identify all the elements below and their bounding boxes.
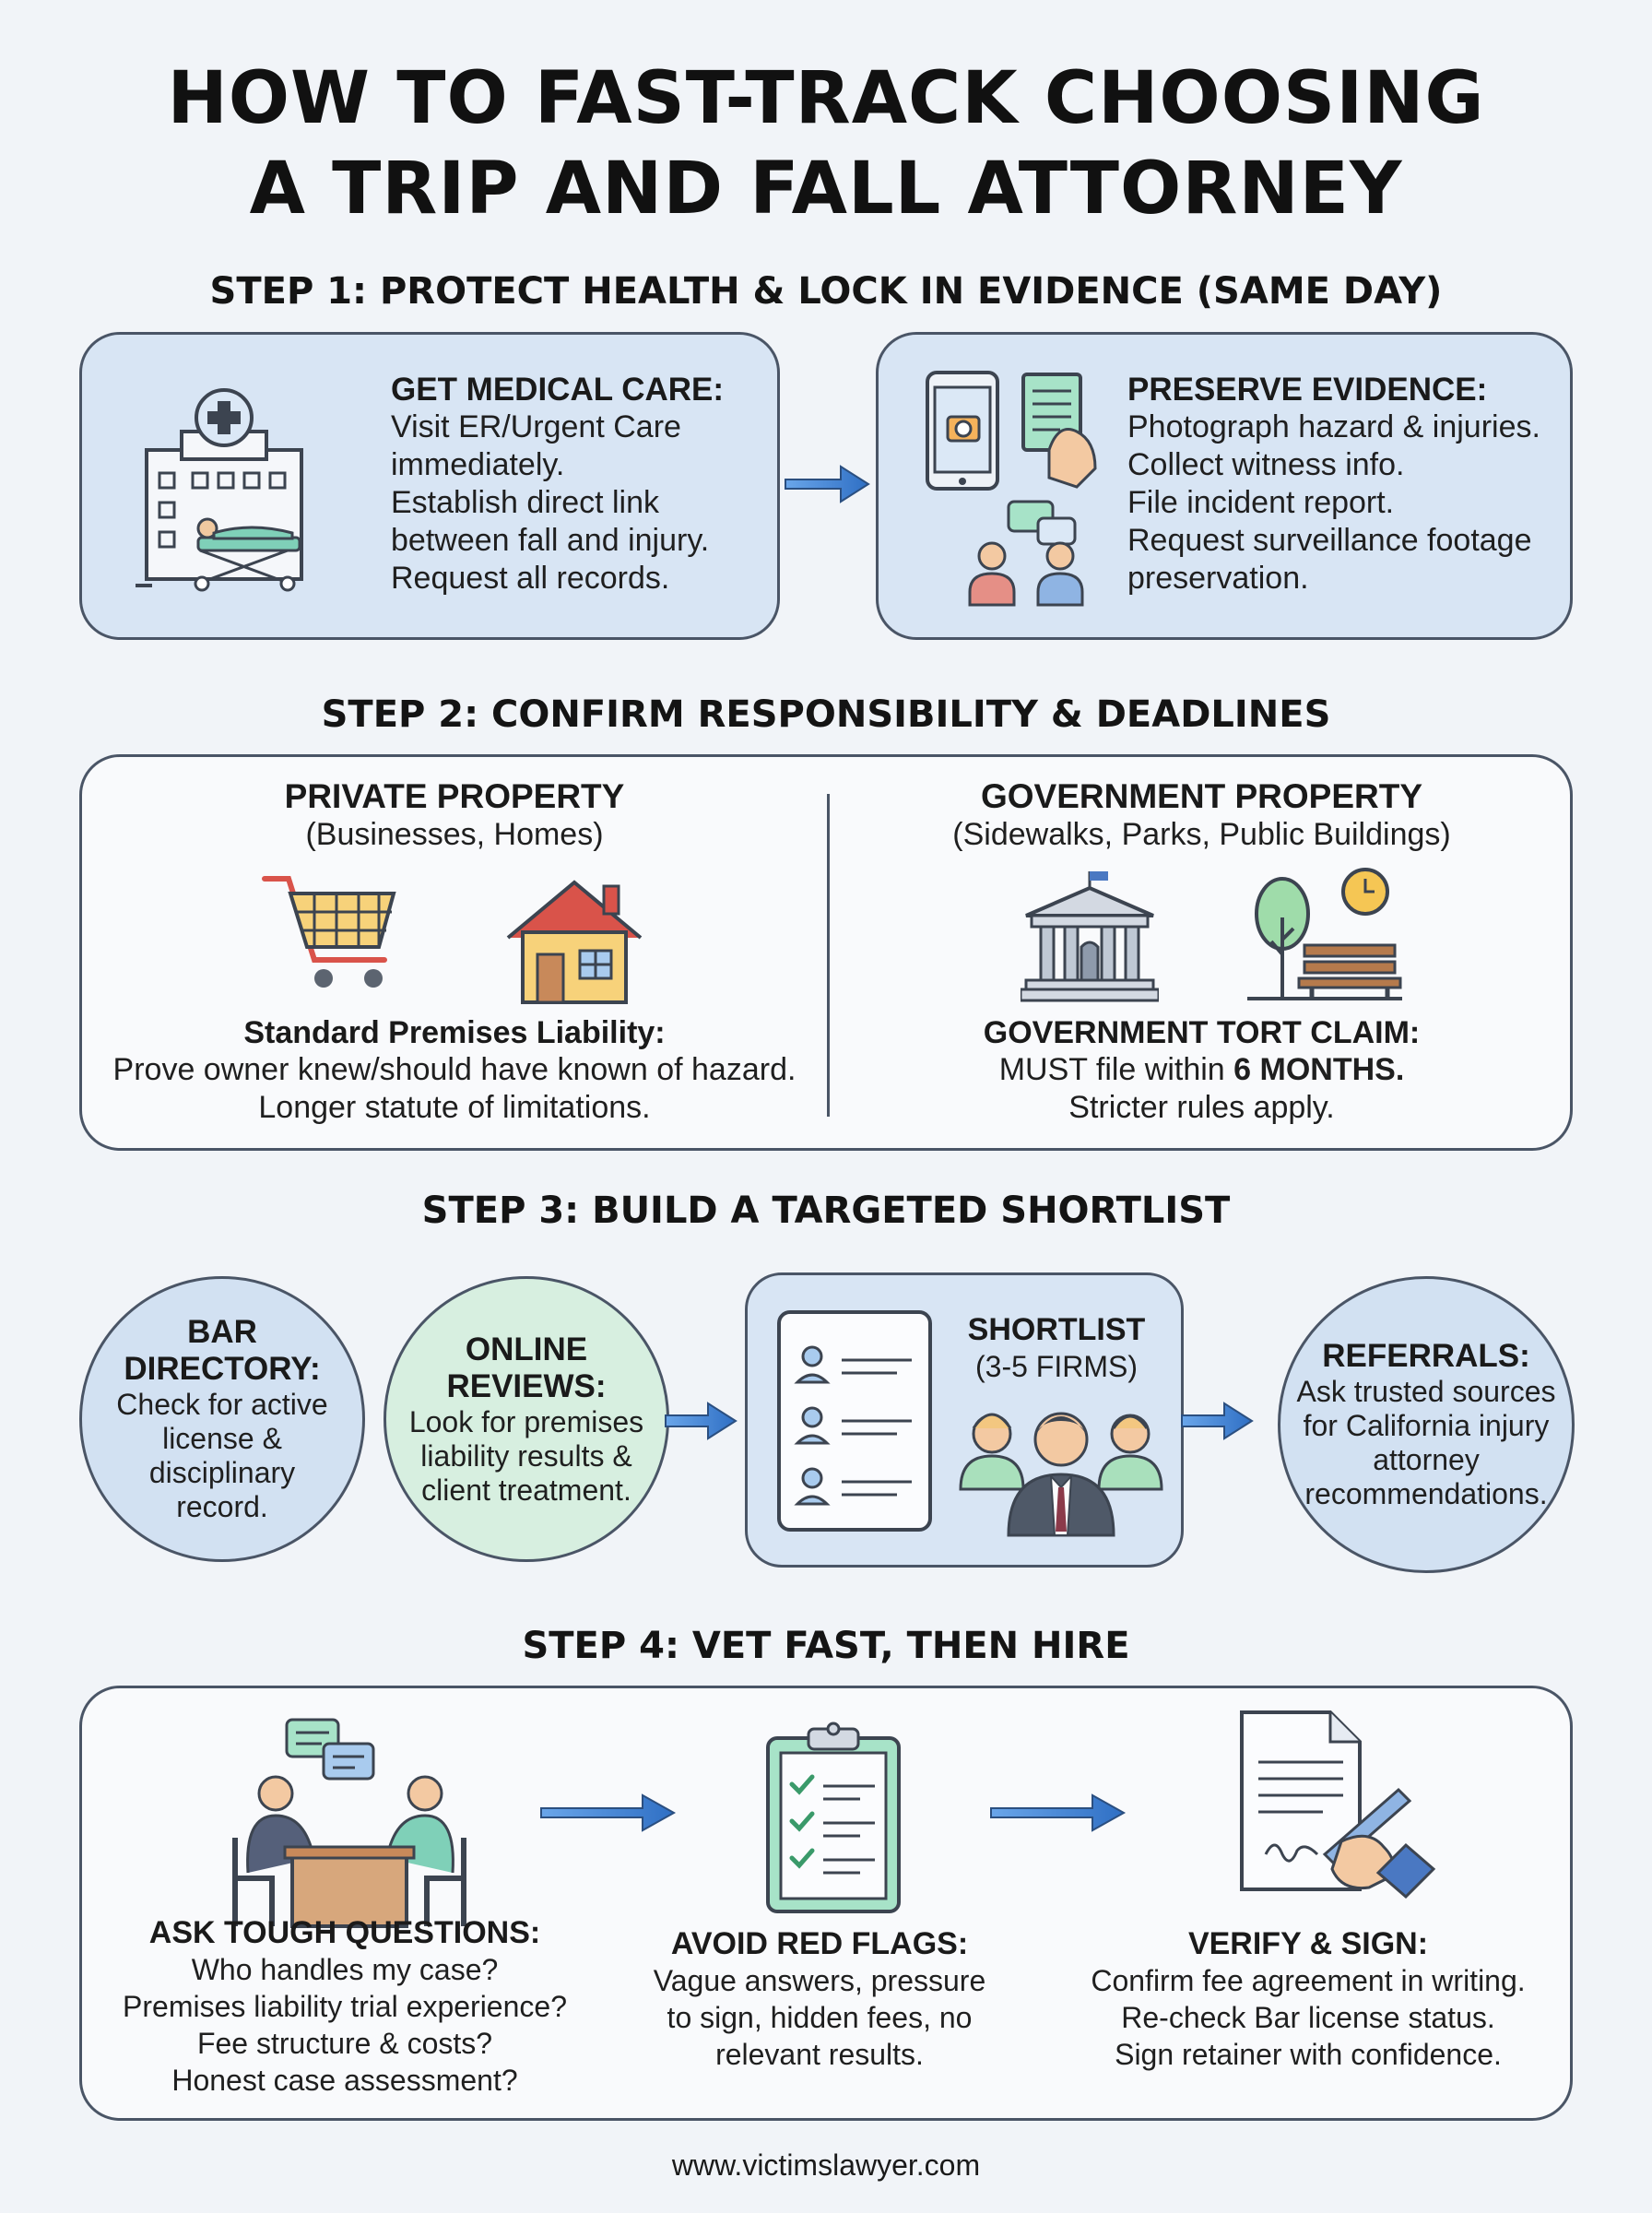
private-property-section: PRIVATE PROPERTY (Businesses, Homes) — [82, 777, 827, 854]
shortlist-subtitle: (3-5 FIRMS) — [975, 1350, 1138, 1383]
footer-website-link[interactable]: www.victimslawyer.com — [671, 2148, 981, 2182]
ask-questions-title: ASK TOUGH QUESTIONS: — [148, 1915, 541, 1950]
ask-questions-line: Who handles my case? — [191, 1953, 499, 1986]
bar-directory-title-1: BAR — [187, 1314, 257, 1350]
step3-arrow-icon-2 — [1180, 1400, 1256, 1442]
medical-care-line: between fall and injury. — [391, 523, 710, 558]
preserve-evidence-card: PRESERVE EVIDENCE: Photograph hazard & i… — [876, 332, 1573, 640]
clipboard-checklist-icon — [764, 1722, 903, 1915]
medical-care-text: GET MEDICAL CARE: Visit ER/Urgent Care i… — [391, 372, 760, 598]
bar-directory-circle: BAR DIRECTORY: Check for active license … — [79, 1276, 365, 1562]
attorneys-group-icon — [955, 1401, 1167, 1539]
ask-questions-text: ASK TOUGH QUESTIONS: Who handles my case… — [82, 1915, 608, 2099]
referrals-line: Ask trusted sources — [1296, 1375, 1556, 1408]
government-property-title: GOVERNMENT PROPERTY — [981, 777, 1422, 815]
ask-questions-line: Honest case assessment? — [171, 2064, 518, 2097]
medical-care-card: GET MEDICAL CARE: Visit ER/Urgent Care i… — [79, 332, 780, 640]
shortlist-text: SHORTLIST (3-5 FIRMS) — [941, 1312, 1172, 1386]
online-reviews-title-2: REVIEWS: — [446, 1367, 607, 1404]
referrals-line: attorney — [1373, 1443, 1480, 1476]
referrals-title: REFERRALS: — [1322, 1338, 1530, 1374]
verify-sign-line: Re-check Bar license status. — [1121, 2001, 1495, 2034]
shortlist-card: SHORTLIST (3-5 FIRMS) — [745, 1272, 1184, 1568]
deadline-emphasis: 6 MONTHS. — [1233, 1052, 1405, 1087]
evidence-phone-icon — [920, 367, 1132, 616]
government-tort-prefix: MUST file within — [998, 1052, 1234, 1087]
preserve-evidence-line: Collect witness info. — [1127, 447, 1405, 482]
title-line-2: A TRIP AND FALL ATTORNEY — [249, 148, 1403, 231]
government-property-subtitle: (Sidewalks, Parks, Public Buildings) — [952, 817, 1451, 852]
preserve-evidence-title: PRESERVE EVIDENCE: — [1127, 372, 1488, 408]
title-line-1: HOW TO FAST-TRACK CHOOSING — [167, 57, 1485, 140]
red-flags-text: AVOID RED FLAGS: Vague answers, pressure… — [598, 1926, 1041, 2073]
government-property-section: GOVERNMENT PROPERTY (Sidewalks, Parks, P… — [831, 777, 1573, 854]
responsibility-card: PRIVATE PROPERTY (Businesses, Homes) Sta… — [79, 754, 1573, 1151]
step4-arrow-icon — [539, 1790, 678, 1836]
ask-questions-line: Premises liability trial experience? — [123, 1990, 567, 2023]
government-building-icon — [1021, 868, 1159, 1004]
step1-arrow-icon — [782, 461, 874, 507]
bar-directory-line: record. — [176, 1490, 268, 1523]
bar-directory-line: disciplinary — [148, 1456, 296, 1489]
private-property-subtitle: (Businesses, Homes) — [305, 817, 604, 852]
step2-heading: STEP 2: CONFIRM RESPONSIBILITY & DEADLIN… — [321, 693, 1331, 736]
online-reviews-line: Look for premises — [408, 1404, 644, 1438]
red-flags-line: to sign, hidden fees, no — [667, 2001, 973, 2034]
bar-directory-title-2: DIRECTORY: — [124, 1351, 321, 1387]
bar-directory-line: Check for active — [116, 1388, 328, 1421]
step1-heading: STEP 1: PROTECT HEALTH & LOCK IN EVIDENC… — [209, 270, 1443, 313]
online-reviews-line: client treatment. — [421, 1473, 631, 1507]
preserve-evidence-line: Photograph hazard & injuries. — [1127, 409, 1540, 444]
shopping-cart-icon — [261, 868, 399, 997]
medical-care-line: immediately. — [391, 447, 565, 482]
preserve-evidence-line: Request surveillance footage — [1127, 523, 1532, 558]
red-flags-line: relevant results. — [715, 2038, 924, 2071]
referrals-line: recommendations. — [1304, 1477, 1548, 1510]
shortlist-title: SHORTLIST — [967, 1312, 1146, 1347]
step4-arrow-icon-2 — [989, 1790, 1127, 1836]
park-icon — [1245, 866, 1402, 1004]
step4-heading: STEP 4: VET FAST, THEN HIRE — [522, 1625, 1130, 1667]
divider — [827, 794, 830, 1117]
online-reviews-circle: ONLINE REVIEWS: Look for premises liabil… — [384, 1276, 669, 1562]
house-icon — [501, 877, 648, 1006]
red-flags-title: AVOID RED FLAGS: — [670, 1926, 969, 1961]
medical-care-line: Establish direct link — [391, 485, 660, 520]
preserve-evidence-line: File incident report. — [1127, 485, 1395, 520]
preserve-evidence-line: preservation. — [1127, 561, 1309, 596]
medical-care-title: GET MEDICAL CARE: — [391, 372, 725, 408]
verify-sign-title: VERIFY & SIGN: — [1187, 1926, 1429, 1961]
step3-heading: STEP 3: BUILD A TARGETED SHORTLIST — [421, 1189, 1231, 1232]
verify-sign-text: VERIFY & SIGN: Confirm fee agreement in … — [1041, 1926, 1575, 2073]
consultation-meeting-icon — [230, 1716, 469, 1937]
sign-contract-icon — [1234, 1707, 1446, 1919]
private-property-line: Prove owner knew/should have known of ha… — [112, 1052, 796, 1087]
red-flags-line: Vague answers, pressure — [653, 1964, 986, 1997]
private-property-title: PRIVATE PROPERTY — [284, 777, 625, 815]
government-tort-line-2: Stricter rules apply. — [1068, 1090, 1335, 1125]
online-reviews-title-1: ONLINE — [465, 1331, 588, 1367]
private-property-rule: Standard Premises Liability: Prove owner… — [82, 1015, 827, 1127]
premises-liability-title: Standard Premises Liability: — [243, 1015, 666, 1050]
medical-care-line: Request all records. — [391, 561, 670, 596]
verify-sign-line: Confirm fee agreement in writing. — [1091, 1964, 1526, 1997]
verify-sign-line: Sign retainer with confidence. — [1115, 2038, 1502, 2071]
private-property-line: Longer statute of limitations. — [258, 1090, 651, 1125]
page-title: HOW TO FAST-TRACK CHOOSING A TRIP AND FA… — [0, 53, 1652, 234]
bar-directory-line: license & — [162, 1422, 282, 1455]
referrals-circle: REFERRALS: Ask trusted sources for Calif… — [1278, 1276, 1575, 1573]
hospital-icon — [126, 381, 320, 593]
government-tort-title: GOVERNMENT TORT CLAIM: — [983, 1015, 1421, 1050]
medical-care-line: Visit ER/Urgent Care — [391, 409, 681, 444]
preserve-evidence-text: PRESERVE EVIDENCE: Photograph hazard & i… — [1127, 372, 1561, 598]
referrals-line: for California injury — [1303, 1409, 1550, 1442]
step3-arrow-icon — [664, 1400, 739, 1442]
checklist-document-icon — [775, 1308, 934, 1533]
online-reviews-line: liability results & — [420, 1438, 632, 1473]
vet-hire-card: ASK TOUGH QUESTIONS: Who handles my case… — [79, 1686, 1573, 2121]
government-tort-rule: GOVERNMENT TORT CLAIM: MUST file within … — [831, 1015, 1573, 1127]
government-tort-line-1: MUST file within 6 MONTHS. — [831, 1051, 1573, 1089]
ask-questions-line: Fee structure & costs? — [196, 2027, 493, 2060]
